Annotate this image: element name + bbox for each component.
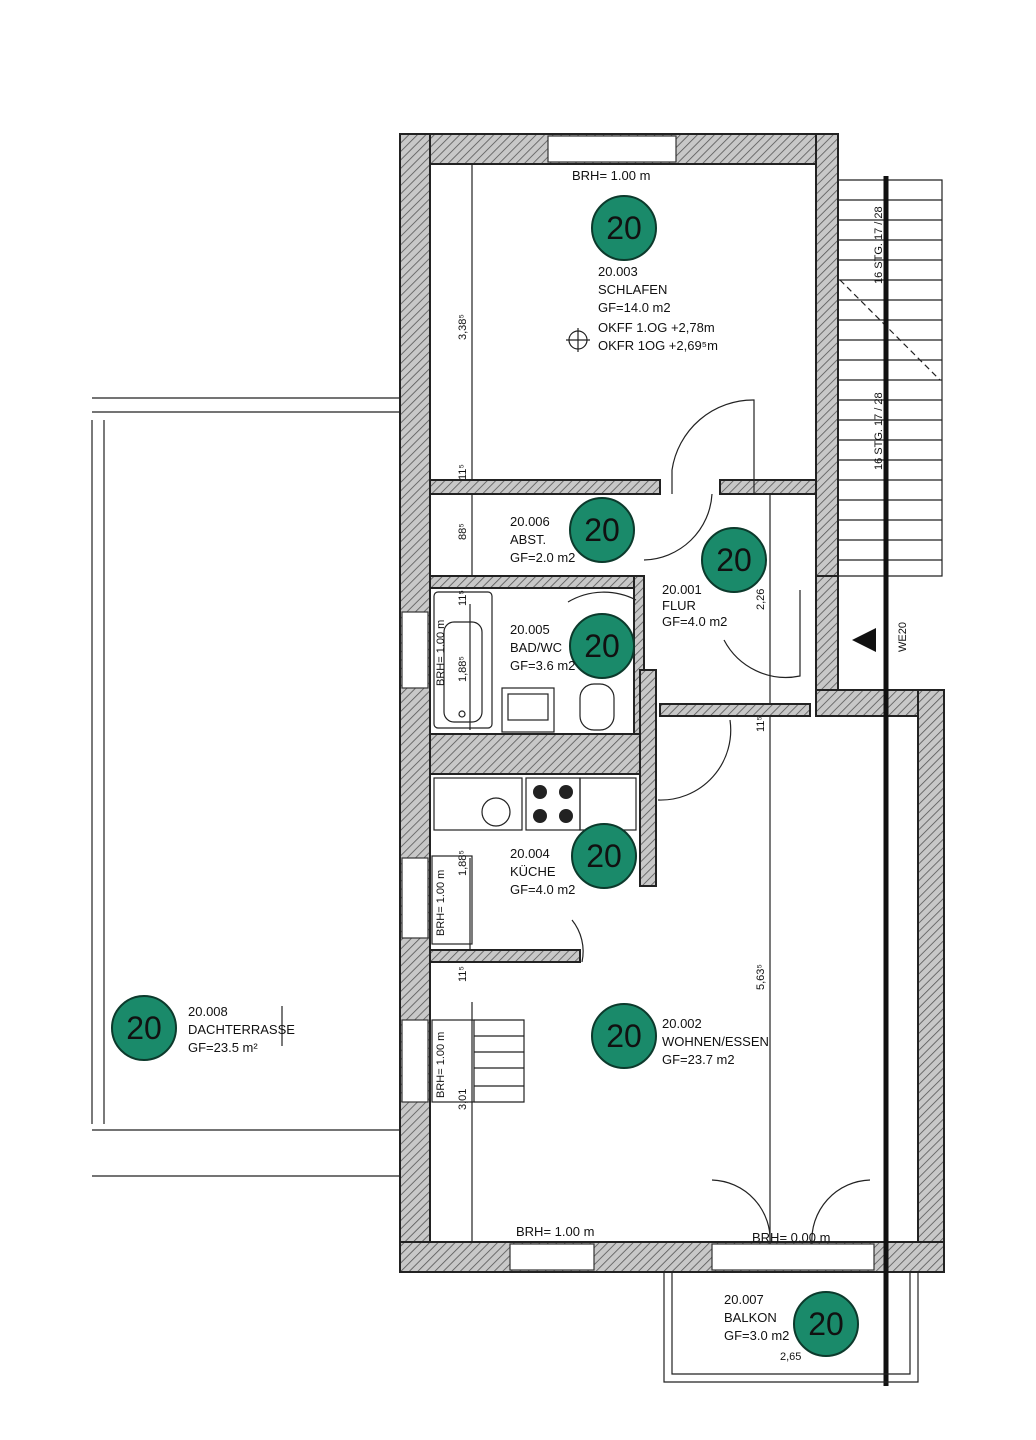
room-area: GF=23.5 m² — [188, 1040, 258, 1055]
room-id: 20.002 — [662, 1016, 702, 1031]
room-badge — [569, 497, 635, 563]
stair-label-bottom: 16 STG. 17 / 28 — [873, 392, 885, 470]
room-name: BAD/WC — [510, 640, 562, 655]
room-badge — [591, 195, 657, 261]
brh-bath: BRH= 1.00 m — [435, 620, 447, 686]
washer — [433, 777, 523, 831]
dim-schlafen-height: 3,38⁵ — [457, 314, 469, 340]
room-area: GF=4.0 m2 — [510, 882, 575, 897]
brh-bottom: BRH= 1.00 m — [516, 1224, 594, 1239]
room-badge-number: 20 — [606, 210, 642, 246]
room-name: BALKON — [724, 1310, 777, 1325]
dim-bath-height: 1,88⁵ — [457, 656, 469, 682]
toilet — [579, 683, 615, 731]
room-20-001: 20 20.001 FLUR GF=4.0 m2 — [662, 527, 767, 629]
dim-wall-2: 11⁵ — [457, 590, 469, 606]
room-badge — [701, 527, 767, 593]
radiator — [431, 1019, 475, 1103]
brh-balcony-door: BRH= 0.00 m — [752, 1230, 830, 1245]
room-area: GF=3.6 m2 — [510, 658, 575, 673]
room-name: KÜCHE — [510, 864, 556, 879]
brh-top: BRH= 1.00 m — [572, 168, 650, 183]
room-area: GF=2.0 m2 — [510, 550, 575, 565]
bathtub — [433, 591, 493, 729]
room-badge-number: 20 — [716, 542, 752, 578]
room-name: DACHTERRASSE — [188, 1022, 295, 1037]
fixtures — [431, 591, 637, 1103]
room-area: GF=23.7 m2 — [662, 1052, 735, 1067]
doors — [567, 399, 871, 1245]
room-badge — [569, 613, 635, 679]
room-level-raw: OKFR 1OG +2,69⁵m — [598, 338, 718, 353]
room-20-004: 20 20.004 KÜCHE GF=4.0 m2 — [510, 823, 637, 897]
dimension-labels: 3,38⁵ 11⁵ 88⁵ 11⁵ 1,88⁵ 2,26 11⁵ 1,88⁵ 1… — [457, 314, 801, 1363]
room-badge-number: 20 — [584, 512, 620, 548]
room-20-006: 20 20.006 ABST. GF=2.0 m2 — [510, 497, 635, 565]
stair-labels: 16 STG. 17 / 28 16 STG. 17 / 28 WE20 — [873, 206, 909, 652]
room-badge-number: 20 — [808, 1306, 844, 1342]
dim-living-side: 3,01 — [457, 1089, 469, 1110]
brh-kitchen: BRH= 1.00 m — [435, 870, 447, 936]
dim-abst-height: 88⁵ — [457, 523, 469, 540]
room-badge-number: 20 — [606, 1018, 642, 1054]
we-label: WE20 — [897, 622, 909, 652]
dim-kitchen-height: 1,88⁵ — [457, 850, 469, 876]
room-badge — [571, 823, 637, 889]
room-badge-number: 20 — [584, 628, 620, 664]
brh-living-side: BRH= 1.00 m — [435, 1032, 447, 1098]
room-id: 20.004 — [510, 846, 550, 861]
room-20-007: 20 20.007 BALKON GF=3.0 m2 — [724, 1291, 859, 1357]
room-name: ABST. — [510, 532, 546, 547]
room-badge-number: 20 — [126, 1010, 162, 1046]
brh-labels: BRH= 1.00 m BRH= 1.00 m BRH= 1.00 m BRH=… — [435, 168, 830, 1245]
stairs — [838, 179, 943, 652]
stair-label-top: 16 STG. 17 / 28 — [873, 206, 885, 284]
room-name: SCHLAFEN — [598, 282, 667, 297]
room-id: 20.008 — [188, 1004, 228, 1019]
interior-walls — [429, 479, 817, 963]
room-id: 20.005 — [510, 622, 550, 637]
room-name: FLUR — [662, 598, 696, 613]
room-20-003: 20 20.003 SCHLAFEN GF=14.0 m2 OKFF 1.OG … — [591, 195, 718, 353]
room-area: GF=3.0 m2 — [724, 1328, 789, 1343]
room-level-floor: OKFF 1.OG +2,78m — [598, 320, 715, 335]
dimension-lines — [469, 164, 771, 1242]
level-marker-icon — [566, 328, 590, 352]
room-20-005: 20 20.005 BAD/WC GF=3.6 m2 — [510, 613, 635, 679]
terrace-outline — [91, 397, 400, 1177]
room-badge-number: 20 — [586, 838, 622, 874]
room-badge — [793, 1291, 859, 1357]
room-area: GF=4.0 m2 — [662, 614, 727, 629]
room-id: 20.003 — [598, 264, 638, 279]
dim-balcony-width: 2,65 — [780, 1351, 801, 1363]
windows — [401, 135, 875, 1271]
stove — [525, 777, 581, 831]
dim-flur-height: 2,26 — [755, 589, 767, 610]
room-name: WOHNEN/ESSEN — [662, 1034, 769, 1049]
counter — [431, 855, 473, 945]
room-20-008: 20 20.008 DACHTERRASSE GF=23.5 m² — [111, 995, 295, 1061]
room-badge — [591, 1003, 657, 1069]
balcony-outline — [663, 1272, 919, 1383]
dim-wall-3: 11⁵ — [755, 716, 767, 732]
room-area: GF=14.0 m2 — [598, 300, 671, 315]
room-id: 20.006 — [510, 514, 550, 529]
dim-wall-4: 11⁵ — [457, 966, 469, 982]
room-20-002: 20 20.002 WOHNEN/ESSEN GF=23.7 m2 — [591, 1003, 769, 1069]
dim-wall-1: 11⁵ — [457, 464, 469, 480]
room-id: 20.007 — [724, 1292, 764, 1307]
dim-living-height: 5,63⁵ — [755, 964, 767, 990]
room-id: 20.001 — [662, 582, 702, 597]
sink — [501, 687, 555, 733]
room-badge — [111, 995, 177, 1061]
